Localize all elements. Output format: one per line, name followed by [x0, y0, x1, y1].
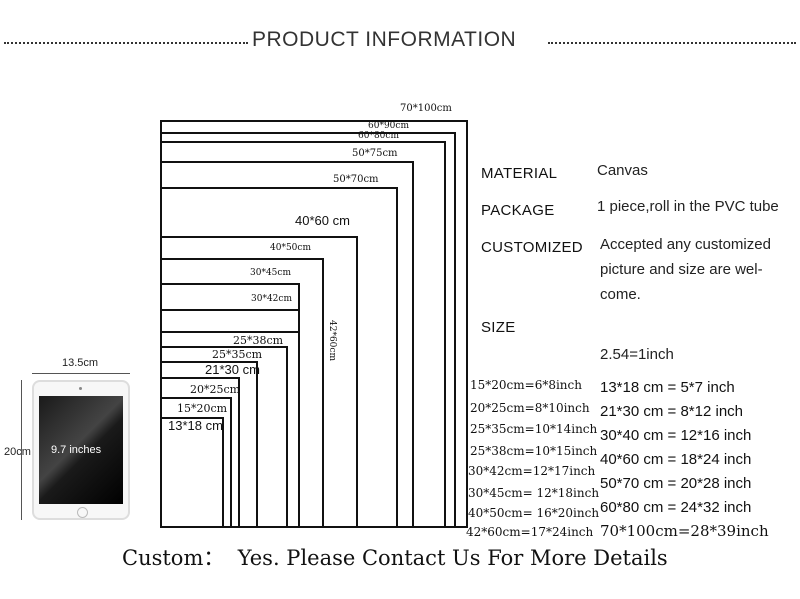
conversion-left: 25*38cm=10*15inch — [470, 444, 598, 458]
page-title: PRODUCT INFORMATION — [252, 28, 517, 51]
header-divider-left — [4, 42, 248, 44]
label-50x75: 50*75cm — [352, 148, 398, 159]
tablet-home-button — [77, 507, 88, 518]
label-21x30: 21*30 cm — [205, 362, 260, 377]
label-25x35: 25*35cm — [212, 348, 263, 361]
label-50x70: 50*70cm — [333, 174, 379, 185]
tablet-width-label: 13.5cm — [62, 357, 99, 369]
label-30x45: 30*45cm — [250, 268, 291, 278]
header-divider-right — [548, 42, 796, 44]
conversion-left: 30*45cm= 12*18inch — [468, 486, 600, 500]
label-60x90: 60*90cm — [368, 121, 409, 131]
conversion-left: 42*60cm=17*24inch — [466, 525, 594, 539]
label-13x18: 13*18 cm — [168, 418, 223, 433]
label-20x25: 20*25cm — [190, 383, 241, 396]
label-40x50: 40*50cm — [270, 243, 311, 253]
tablet-height-dimension-line — [21, 380, 22, 520]
size-key: SIZE — [481, 319, 516, 336]
conversion-left: 30*42cm=12*17inch — [468, 464, 596, 478]
conversion-right: 60*80 cm = 24*32 inch — [600, 499, 752, 516]
label-25x38: 25*38cm — [233, 334, 284, 347]
label-vertical-42x60: 42*60cm — [327, 320, 337, 361]
conversion-right: 50*70 cm = 20*28 inch — [600, 475, 752, 492]
label-70x100: 70*100cm — [400, 103, 452, 114]
tablet-width-dimension-line — [32, 373, 130, 374]
customized-key: CUSTOMIZED — [481, 239, 583, 256]
tablet-height-label: 20cm — [4, 446, 31, 458]
material-value: Canvas — [597, 162, 648, 179]
rect-13x18 — [160, 417, 224, 528]
customized-value-line1: Accepted any customized — [600, 236, 771, 253]
conversion-right: 21*30 cm = 8*12 inch — [600, 403, 744, 420]
package-key: PACKAGE — [481, 202, 555, 219]
conversion-left: 15*20cm=6*8inch — [470, 378, 582, 392]
custom-contact-text: Custom： Yes. Please Contact Us For More … — [122, 546, 668, 570]
package-value: 1 piece,roll in the PVC tube — [597, 198, 779, 215]
conversion-right: 70*100cm=28*39inch — [600, 522, 769, 540]
tablet-camera — [79, 387, 82, 390]
customized-value-line2: picture and size are wel- — [600, 261, 763, 278]
chart-baseline — [160, 526, 468, 528]
label-40x60: 40*60 cm — [295, 213, 350, 228]
conversion-left: 20*25cm=8*10inch — [470, 401, 590, 415]
label-15x20: 15*20cm — [177, 402, 228, 415]
material-key: MATERIAL — [481, 165, 558, 182]
tablet-icon: 9.7 inches — [32, 380, 130, 520]
customized-value-line3: come. — [600, 286, 641, 303]
conversion-right: 13*18 cm = 5*7 inch — [600, 379, 735, 396]
label-30x42: 30*42cm — [251, 294, 292, 304]
conversion-right: 40*60 cm = 18*24 inch — [600, 451, 752, 468]
tablet-screen: 9.7 inches — [39, 396, 123, 504]
conversion-left: 25*35cm=10*14inch — [470, 422, 598, 436]
conversion-right: 30*40 cm = 12*16 inch — [600, 427, 752, 444]
inch-ratio: 2.54=1inch — [600, 346, 674, 363]
tablet-screen-label: 9.7 inches — [51, 444, 102, 456]
label-60x80: 60*80cm — [358, 131, 399, 141]
conversion-left: 40*50cm= 16*20inch — [468, 506, 600, 520]
